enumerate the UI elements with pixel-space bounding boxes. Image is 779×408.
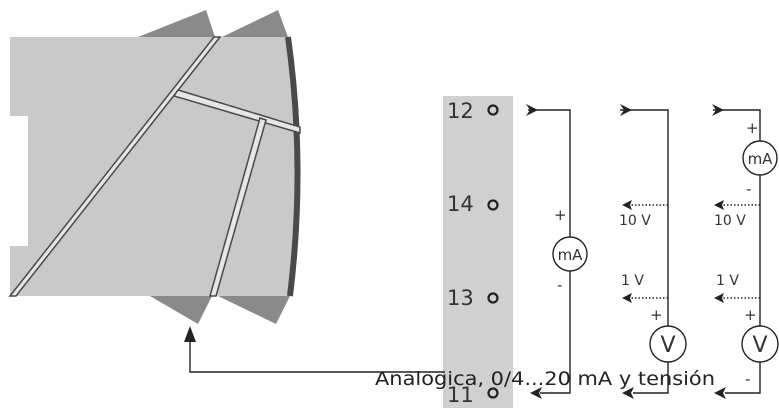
combined-tap-label-10v: 10 V <box>714 213 746 229</box>
terminal-14 <box>487 199 499 211</box>
arrowhead-out-11 <box>530 387 542 399</box>
pointer-arrowhead <box>184 326 196 342</box>
arrowhead-tap-1v-c <box>714 293 724 303</box>
housing-grooves <box>8 36 301 297</box>
combined-sign-minus-ma: - <box>746 180 751 198</box>
voltmeter-sign-plus: + <box>650 306 663 324</box>
circuit-current-input: + mA - <box>526 104 588 399</box>
arrowhead-in-12 <box>526 104 538 116</box>
pointer-arrow <box>184 326 445 373</box>
terminal-label-13: 13 <box>447 286 474 310</box>
sign-plus: + <box>554 206 567 224</box>
terminal-13 <box>487 292 499 304</box>
terminal-12 <box>487 104 499 116</box>
ammeter-label: mA <box>558 246 584 264</box>
arrowhead-tap-10v-c <box>714 200 724 210</box>
arrowhead-in-12-b <box>620 104 632 116</box>
circuit-voltage-input: 10 V 1 V + V <box>619 104 687 399</box>
arrowhead-out-11-b <box>622 387 634 399</box>
tap-label-10v: 10 V <box>619 213 651 229</box>
arrowhead-in-12-c <box>712 104 724 116</box>
terminal-strip: 12 14 13 11 <box>443 96 513 408</box>
tap-label-1v: 1 V <box>621 273 644 289</box>
combined-tap-label-1v: 1 V <box>716 273 739 289</box>
circuit-combined-input: + mA - 10 V 1 V + V - <box>712 104 779 399</box>
arrowhead-out-11-c <box>714 387 726 399</box>
voltmeter-label: V <box>660 333 675 358</box>
arrowhead-tap-10v <box>622 200 632 210</box>
housing-body <box>10 37 299 296</box>
housing-bottom-tab-left <box>150 296 212 324</box>
combined-voltmeter-label: V <box>752 333 767 358</box>
terminal-label-11: 11 <box>447 383 474 407</box>
combined-sign-plus-ma: + <box>746 119 759 137</box>
terminal-label-12: 12 <box>447 99 474 123</box>
housing-top-tab-right <box>222 10 288 37</box>
device-housing <box>8 10 301 324</box>
arrowhead-tap-1v <box>622 293 632 303</box>
terminal-label-14: 14 <box>447 192 474 216</box>
diagram-caption: Analogica, 0/4...20 mA y tensión <box>375 368 715 390</box>
terminal-11 <box>487 387 499 399</box>
combined-sign-plus-v: + <box>744 306 757 324</box>
combined-sign-minus-v: - <box>745 370 750 388</box>
sign-minus: - <box>557 276 562 294</box>
housing-top-tab-left <box>138 10 215 37</box>
combined-ammeter-label: mA <box>748 150 774 168</box>
housing-right-edge <box>285 36 301 297</box>
terminal-strip-bg <box>443 96 513 408</box>
housing-bottom-tab-right <box>218 296 290 324</box>
